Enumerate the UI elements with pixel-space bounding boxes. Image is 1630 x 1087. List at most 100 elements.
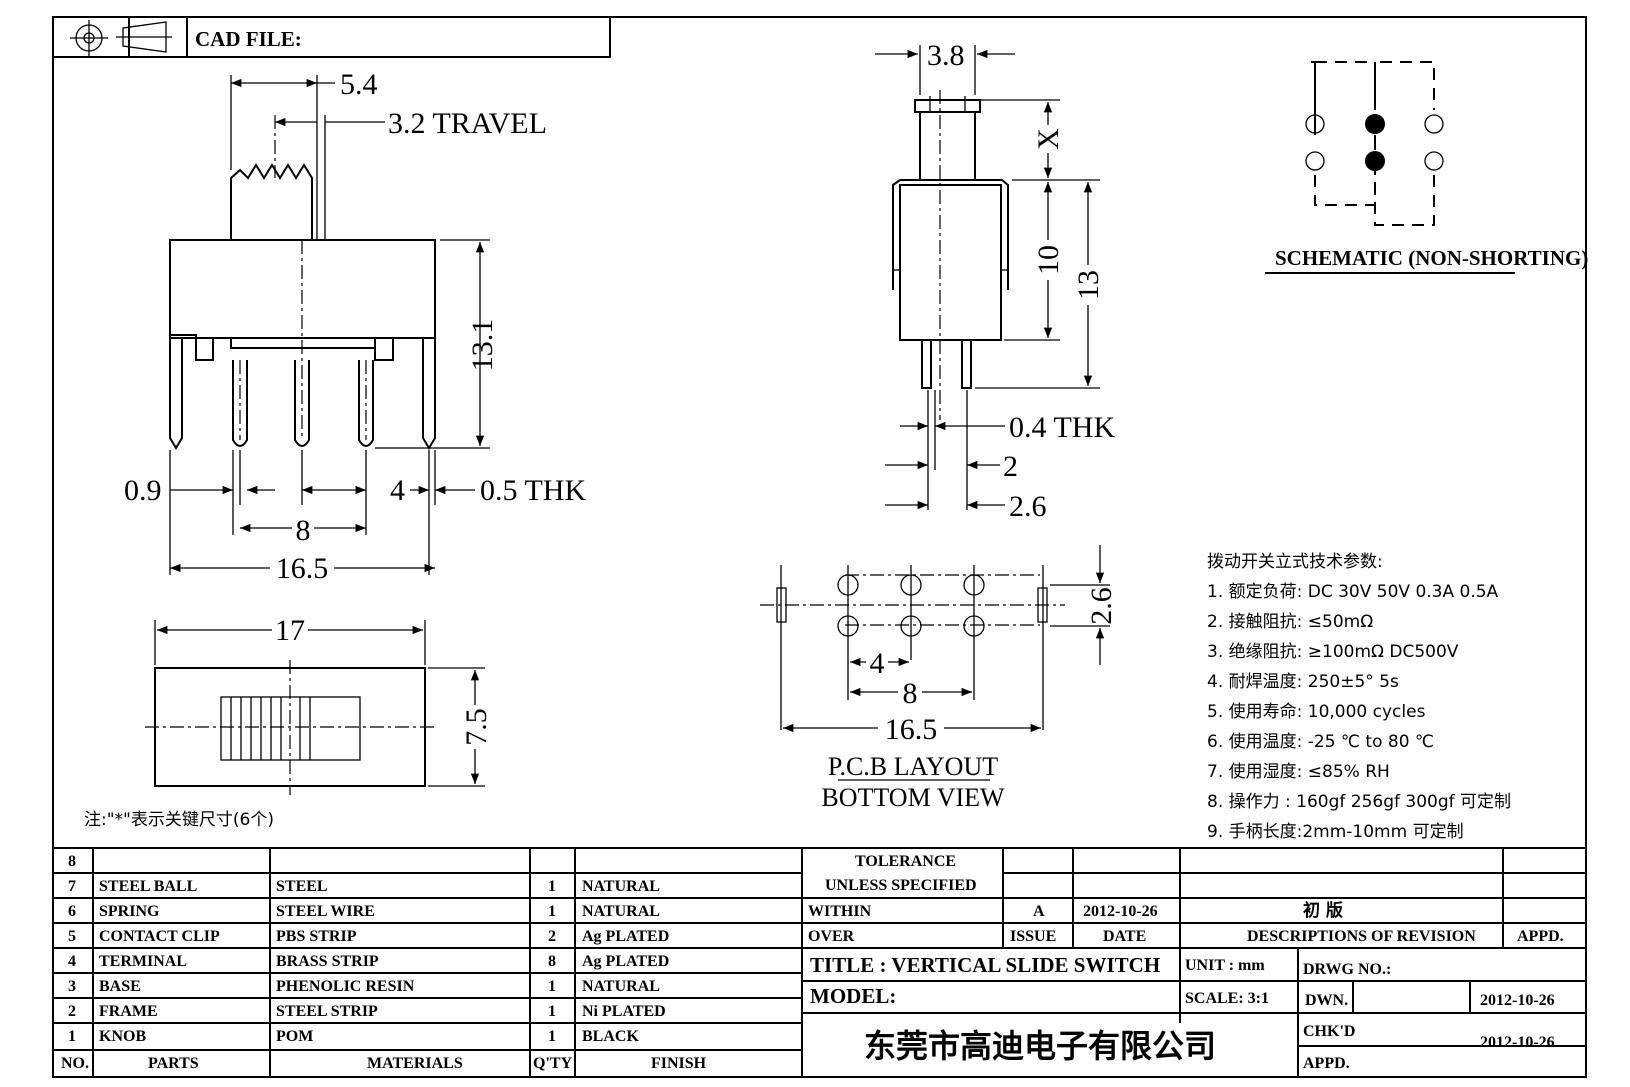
descriptions-label: DESCRIPTIONS OF REVISION <box>1247 928 1476 945</box>
schematic-common-2 <box>1365 151 1385 171</box>
bom-qty: 1 <box>548 1028 556 1045</box>
issue-value: A <box>1033 903 1045 920</box>
dim-pin-offset: 0.9 <box>124 474 162 507</box>
bom-header-no: NO. <box>61 1055 89 1072</box>
schematic-caption: SCHEMATIC (NON-SHORTING) <box>1275 246 1588 270</box>
schematic-terminal-3 <box>1424 114 1444 134</box>
bom-qty: 1 <box>548 978 556 995</box>
bom-finish: Ni PLATED <box>582 1003 666 1020</box>
bom-finish: BLACK <box>582 1028 639 1045</box>
bom-header-materials: MATERIALS <box>367 1055 463 1072</box>
spec-item: 4. 耐焊温度: 250±5° 5s <box>1207 672 1399 692</box>
revision-description: 初 版 <box>1303 900 1343 921</box>
pcb-hole <box>900 574 922 596</box>
front-knob <box>919 111 976 181</box>
dim-front-2: 2 <box>1003 450 1018 483</box>
dim-top-length: 17 <box>275 614 305 647</box>
dim-pin-pitch: 4 <box>390 474 405 507</box>
over-label: OVER <box>808 928 855 945</box>
dim-travel: 3.2 TRAVEL <box>388 107 547 140</box>
key-dimension-note: 注:"*"表示关键尺寸(6个) <box>84 810 274 830</box>
drawn-date: 2012-10-26 <box>1480 992 1555 1009</box>
date-label: DATE <box>1103 928 1146 945</box>
dim-pcb-width: 16.5 <box>885 713 938 746</box>
title-block: TOLERANCE UNLESS SPECIFIED WITHIN OVER A… <box>802 848 1586 1077</box>
bom-material: STEEL WIRE <box>276 903 375 920</box>
spec-item: 7. 使用湿度: ≤85% RH <box>1207 761 1390 782</box>
pcb-slot-left <box>776 587 787 623</box>
bom-qty: 1 <box>548 878 556 895</box>
spec-item: 8. 操作力 : 160gf 256gf 300gf 可定制 <box>1207 792 1511 812</box>
side-view: 5.4 3.2 TRAVEL 13.1 0.9 4 0.5 THK 8 <box>124 68 586 585</box>
unless-specified-label: UNLESS SPECIFIED <box>825 877 977 894</box>
bom-qty: 1 <box>548 1003 556 1020</box>
spec-item: 6. 使用温度: -25 ℃ to 80 ℃ <box>1207 731 1434 752</box>
dim-front-knob: 3.8 <box>927 39 965 72</box>
spec-item: 5. 使用寿命: 10,000 cycles <box>1207 701 1426 722</box>
knob-outline <box>230 163 313 240</box>
bom-no: 6 <box>68 903 76 920</box>
scale-label: SCALE: 3:1 <box>1185 990 1269 1007</box>
bom-part: TERMINAL <box>99 953 187 970</box>
schematic: SCHEMATIC (NON-SHORTING) <box>1265 61 1588 274</box>
dim-front-x: X <box>1032 128 1065 150</box>
bom-qty: 8 <box>548 953 556 970</box>
bom-material: PBS STRIP <box>276 928 357 945</box>
pcb-layout: 2.6 4 8 16.5 P.C.B LAYOUT BOTTOM VIEW <box>760 545 1118 812</box>
front-view: 3.8 X 10 13 0.4 THK 2 2.6 <box>875 39 1115 523</box>
bom-material: STEEL STRIP <box>276 1003 378 1020</box>
dim-knob-width: 5.4 <box>340 68 378 101</box>
approved-label: APPD. <box>1303 1055 1350 1072</box>
dim-top-depth: 7.5 <box>460 708 493 746</box>
pcb-hole <box>963 615 985 637</box>
dim-pcb-pitch: 4 <box>870 647 885 680</box>
schematic-terminal-6 <box>1424 151 1444 171</box>
spec-list: 拨动开关立式技术参数: 1. 额定负荷: DC 30V 50V 0.3A 0.5… <box>1207 552 1511 842</box>
front-body <box>899 184 1002 341</box>
bom-material: PHENOLIC RESIN <box>276 978 415 995</box>
bom-header-finish: FINISH <box>651 1055 707 1072</box>
bom-no: 4 <box>68 953 76 970</box>
bom-finish: Ag PLATED <box>582 953 669 970</box>
bom-qty: 1 <box>548 903 556 920</box>
bom-finish: NATURAL <box>582 903 660 920</box>
appd-label: APPD. <box>1517 928 1564 945</box>
bom-part: SPRING <box>99 903 160 920</box>
checked-label: CHK'D <box>1303 1023 1355 1040</box>
model-label: MODEL: <box>810 984 896 1008</box>
revision-date: 2012-10-26 <box>1083 903 1158 920</box>
drawn-label: DWN. <box>1305 992 1348 1009</box>
dim-front-thk: 0.4 THK <box>1009 411 1115 444</box>
schematic-terminal-1 <box>1305 114 1325 134</box>
spec-item: 9. 手柄长度:2mm-10mm 可定制 <box>1207 822 1464 842</box>
checked-date: 2012-10-26 <box>1480 1034 1555 1051</box>
pcb-caption-line1: P.C.B LAYOUT <box>828 752 998 781</box>
header-box: CAD FILE: <box>53 17 611 58</box>
within-label: WITHIN <box>808 903 872 920</box>
drawing-number-label: DRWG NO.: <box>1303 961 1391 978</box>
dim-pcb-row: 2.6 <box>1085 587 1118 625</box>
bom-no: 7 <box>68 878 76 895</box>
bom-header-parts: PARTS <box>148 1055 199 1072</box>
pcb-hole <box>837 615 859 637</box>
bom-material: BRASS STRIP <box>276 953 379 970</box>
bom-no: 1 <box>68 1028 76 1045</box>
drawing-title: TITLE : VERTICAL SLIDE SWITCH <box>810 953 1160 977</box>
dim-front-total: 13 <box>1072 270 1105 300</box>
dim-pin-span: 8 <box>296 514 311 547</box>
pcb-slot-right <box>1037 587 1048 623</box>
dim-height: 13.1 <box>466 319 499 372</box>
dim-front-26: 2.6 <box>1009 490 1047 523</box>
dim-body-width: 16.5 <box>276 552 329 585</box>
bom-no: 3 <box>68 978 76 995</box>
bom-part: KNOB <box>99 1028 146 1045</box>
bom-part: CONTACT CLIP <box>99 928 220 945</box>
projection-symbol-icon <box>70 20 172 56</box>
bom-no: 8 <box>68 853 76 870</box>
bom-finish: NATURAL <box>582 878 660 895</box>
unit-label: UNIT : mm <box>1185 957 1265 974</box>
cad-file-label: CAD FILE: <box>195 27 302 51</box>
bom-material: POM <box>276 1028 313 1045</box>
dim-pcb-span: 8 <box>903 677 918 710</box>
